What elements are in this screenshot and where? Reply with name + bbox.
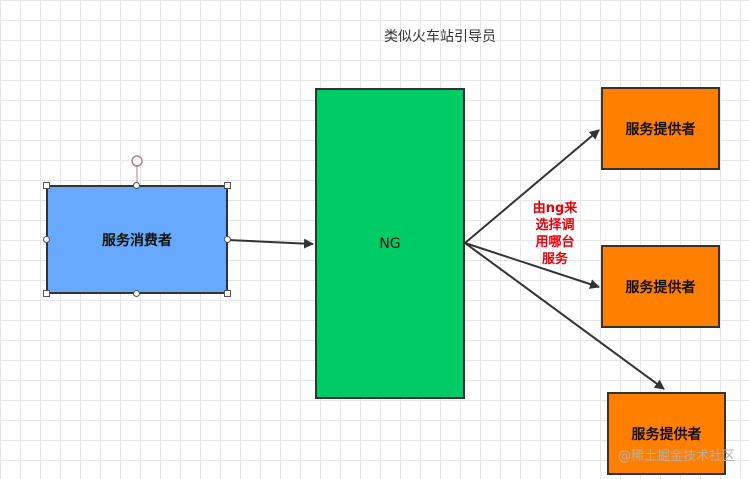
resize-handle-bottom[interactable] — [133, 290, 140, 297]
diagram-title: 类似火车站引导员 — [384, 29, 496, 45]
resize-handle-bottom-left[interactable] — [43, 290, 50, 297]
resize-handle-top-left[interactable] — [43, 182, 50, 189]
provider-label: 服务提供者 — [625, 121, 696, 138]
consumer-node[interactable]: 服务消费者 — [46, 185, 228, 294]
gateway-to-provider-3-arrow[interactable] — [464, 242, 665, 390]
rotation-handle-icon[interactable] — [131, 155, 143, 167]
provider-node-2[interactable]: 服务提供者 — [601, 245, 720, 328]
gateway-to-provider-1-arrow[interactable] — [464, 129, 600, 244]
resize-handle-left[interactable] — [43, 236, 50, 243]
gateway-node[interactable]: NG — [315, 88, 465, 399]
resize-handle-top-right[interactable] — [224, 182, 231, 189]
provider-node-1[interactable]: 服务提供者 — [601, 87, 720, 170]
gateway-to-provider-2-arrow[interactable] — [464, 242, 600, 289]
consumer-to-gateway-arrow[interactable] — [227, 238, 314, 249]
provider-label: 服务提供者 — [625, 279, 696, 296]
resize-handle-top[interactable] — [133, 182, 140, 189]
watermark: @稀土掘金技术社区 — [617, 449, 735, 464]
resize-handle-bottom-right[interactable] — [224, 290, 231, 297]
provider-node-3[interactable]: 服务提供者 — [607, 392, 726, 475]
resize-handle-right[interactable] — [224, 236, 231, 243]
consumer-label: 服务消费者 — [102, 232, 172, 249]
provider-label: 服务提供者 — [631, 426, 702, 443]
gateway-label: NG — [379, 235, 401, 252]
routing-note: 由ng来 选择调 用哪台 服务 — [532, 201, 578, 267]
